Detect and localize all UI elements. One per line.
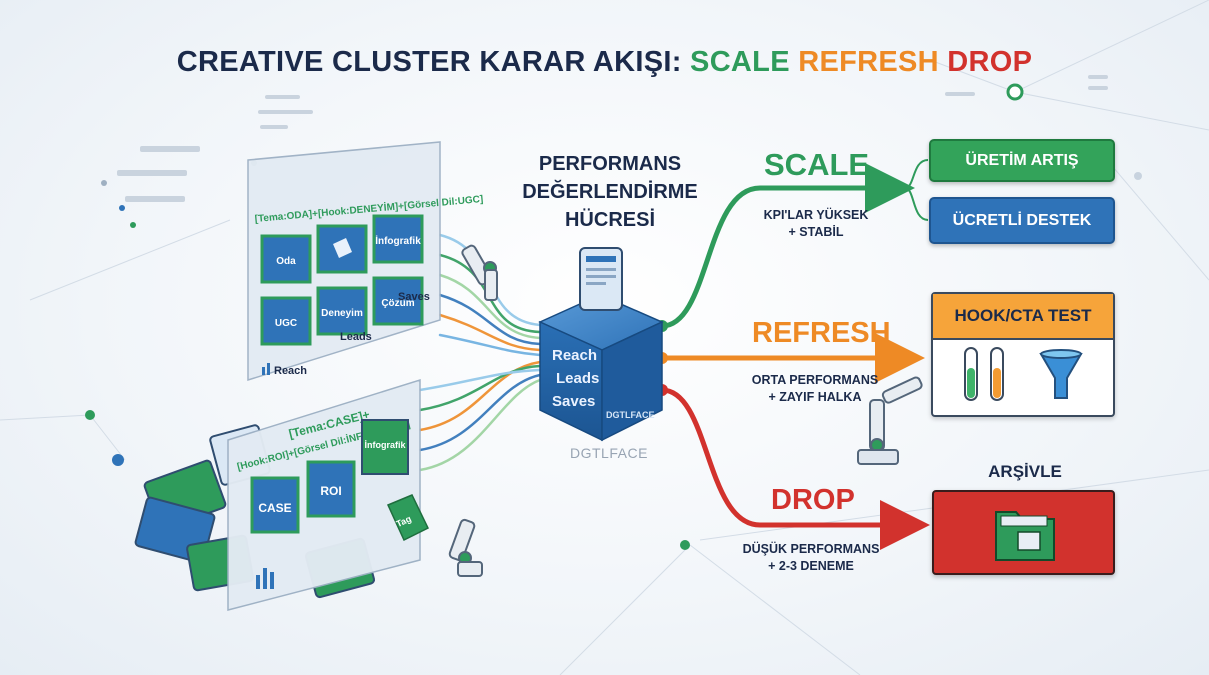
cluster-top-metric-saves: Saves	[398, 291, 430, 303]
branch-label-drop: DROP	[771, 484, 855, 516]
tag-icon	[333, 238, 352, 258]
tile-ugc: UGC	[275, 318, 297, 329]
test-tube-icon	[964, 347, 978, 401]
branch-label-refresh: REFRESH	[752, 317, 891, 349]
uretim-artis-box: ÜRETİM ARTIŞ	[929, 139, 1115, 182]
hook-cta-test-title: HOOK/CTA TEST	[933, 294, 1113, 340]
title-drop: DROP	[947, 46, 1033, 78]
title-prefix: CREATIVE CLUSTER KARAR AKIŞI:	[176, 46, 682, 78]
cluster-top-metric-leads: Leads	[340, 331, 372, 343]
tile-cozum: Çözüm	[381, 298, 414, 309]
bar-chart-icon	[262, 363, 270, 375]
tile-infografik-bottom: İnfografik	[364, 440, 406, 450]
brand-logo-text: DGTLFACE	[570, 445, 648, 461]
page-title: CREATIVE CLUSTER KARAR AKIŞI: SCALE REFR…	[0, 46, 1209, 79]
test-tube-icon	[990, 347, 1004, 401]
tile-infografik: İnfografik	[375, 234, 421, 247]
title-scale: SCALE	[690, 46, 790, 78]
funnel-icon	[1039, 349, 1083, 399]
tile-deneyim: Deneyim	[321, 308, 363, 319]
performance-cell-title: PERFORMANS DEĞERLENDİRME HÜCRESİ	[522, 153, 698, 231]
hook-cta-test-card: HOOK/CTA TEST	[931, 292, 1115, 417]
robot-arm-icon	[857, 376, 923, 465]
arsivle-title: ARŞİVLE	[988, 462, 1062, 481]
phone-icon	[579, 247, 623, 311]
robot-arm-icon	[461, 244, 498, 301]
branch-label-scale: SCALE	[764, 147, 870, 182]
branch-condition-refresh: ORTA PERFORMANS + ZAYIF HALKA	[751, 373, 879, 404]
tile-case: CASE	[258, 501, 291, 515]
tile-oda: Oda	[276, 256, 296, 267]
branch-condition-scale: KPI'LAR YÜKSEK + STABİL	[763, 208, 869, 239]
lab-icons	[964, 347, 1083, 401]
folder-icon	[995, 511, 1055, 561]
performance-cube	[538, 247, 664, 442]
title-refresh: REFRESH	[798, 46, 939, 78]
robot-arm-icon	[448, 518, 483, 577]
cluster-top-metric-reach: Reach	[274, 365, 307, 377]
branch-condition-drop: DÜŞÜK PERFORMANS + 2-3 DENEME	[742, 542, 880, 573]
cube-metric-leads: Leads	[556, 370, 600, 387]
cube-metric-reach: Reach	[552, 347, 598, 364]
tag-icon: Tag	[386, 494, 429, 542]
ucretli-destek-box: ÜCRETLİ DESTEK	[929, 197, 1115, 244]
bar-chart-icon	[256, 568, 274, 589]
cube-metric-saves: Saves	[552, 393, 596, 410]
cube-brand: DGTLFACE	[606, 410, 655, 420]
tile-roi: ROI	[320, 484, 341, 498]
arsivle-card	[932, 490, 1115, 575]
